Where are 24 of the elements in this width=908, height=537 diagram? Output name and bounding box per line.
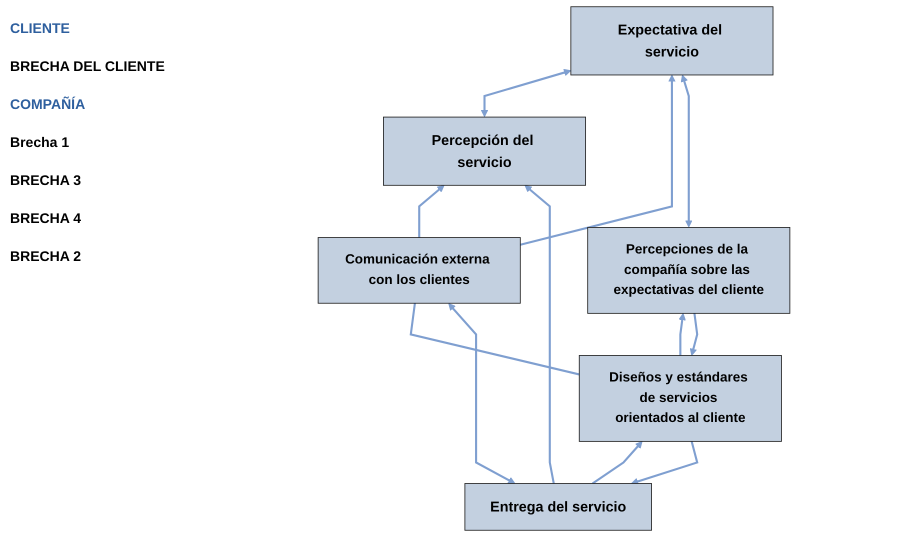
section-label: CLIENTE <box>10 20 71 36</box>
arrow <box>592 441 643 484</box>
arrow <box>524 184 555 484</box>
section-label: COMPAÑÍA <box>10 96 86 112</box>
gap-label: BRECHA DEL CLIENTE <box>10 58 166 74</box>
arrow <box>448 303 516 484</box>
node-box: Diseños y estándares de servicios orientados al cliente <box>578 355 782 442</box>
gap-label: BRECHA 3 <box>10 172 82 188</box>
arrow <box>480 68 572 118</box>
node-box: Comunicación externa con los clientes <box>318 237 521 304</box>
arrow <box>678 313 686 356</box>
arrow <box>418 184 444 238</box>
arrow <box>690 313 698 356</box>
gap-label: Brecha 1 <box>10 134 70 150</box>
arrow <box>631 441 698 485</box>
gap-label: BRECHA 2 <box>10 248 82 264</box>
connector <box>410 303 580 376</box>
node-box: Percepciones de la compañía sobre las expectativas del cliente <box>587 227 790 314</box>
node-box: Percepción del servicio <box>383 116 586 186</box>
arrow <box>680 74 692 228</box>
arrow <box>520 74 676 246</box>
node-box: Entrega del servicio <box>464 483 652 531</box>
gap-label: BRECHA 4 <box>10 210 82 226</box>
node-box: Expectativa del servicio <box>570 6 774 76</box>
